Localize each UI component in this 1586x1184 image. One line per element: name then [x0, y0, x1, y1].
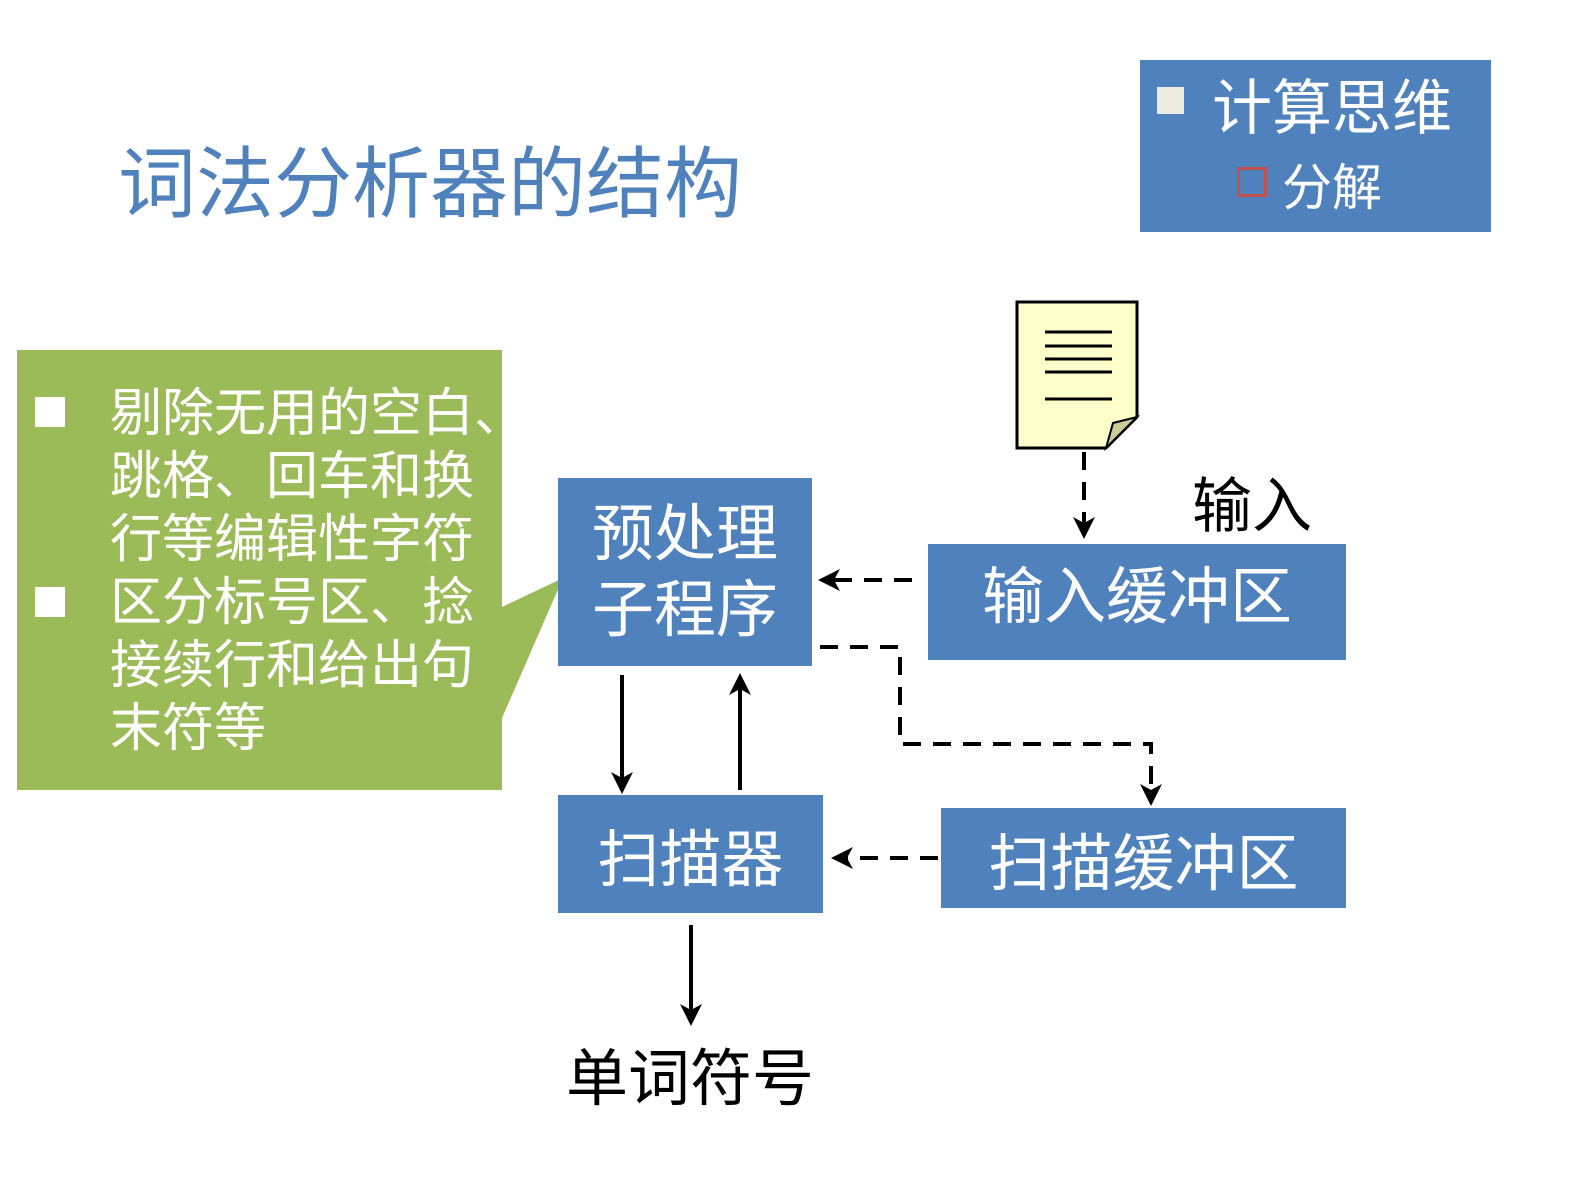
callout-text: 接续行和给出句	[110, 636, 475, 696]
hollow-square-icon	[1237, 167, 1267, 197]
preprocess-label: 子程序	[591, 573, 778, 646]
scanner-box: 扫描器	[558, 795, 823, 913]
scan-buffer-box: 扫描缓冲区	[941, 808, 1346, 908]
callout-text: 区分标号区、捻	[110, 573, 475, 633]
topic-sub: 分解	[1282, 159, 1382, 217]
topic-box: 计算思维 分解	[1140, 60, 1491, 232]
input-label: 输入	[1192, 472, 1312, 542]
bullet-square-icon	[35, 587, 65, 617]
input-buffer-box: 输入缓冲区	[928, 544, 1346, 660]
callout-text: 跳格、回车和换	[110, 447, 475, 507]
topic-main: 计算思维	[1212, 74, 1452, 144]
page-title: 词法分析器的结构	[118, 140, 743, 230]
callout-shape	[17, 350, 563, 790]
preprocess-label: 预处理	[591, 497, 778, 570]
bullet-square-icon	[1157, 87, 1184, 114]
arrow-preprocess-to-scanbuffer	[820, 645, 1162, 806]
preprocess-box: 预处理 子程序	[558, 478, 812, 666]
bullet-square-icon	[35, 397, 65, 427]
input-buffer-label: 输入缓冲区	[981, 560, 1292, 633]
scan-buffer-label: 扫描缓冲区	[988, 827, 1299, 900]
callout-text: 行等编辑性字符	[110, 510, 475, 570]
scanner-label: 扫描器	[597, 823, 784, 896]
output-label: 单词符号	[566, 1042, 815, 1115]
callout-text: 末符等	[110, 699, 267, 759]
document-icon	[1015, 300, 1141, 452]
callout-text: 剔除无用的空白、	[110, 384, 527, 444]
